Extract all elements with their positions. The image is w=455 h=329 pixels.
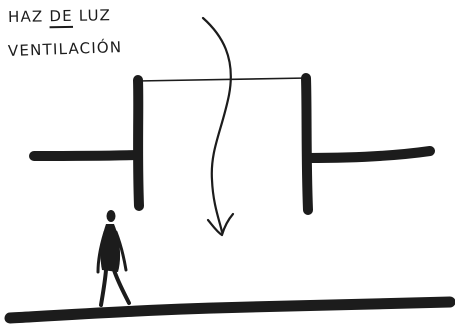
left-slab (29, 150, 143, 161)
ground-line (4, 296, 455, 324)
roof-line (136, 77, 309, 82)
wavy-arrow-head-icon (206, 212, 235, 237)
right-slab (303, 146, 435, 163)
wavy-arrow-line (201, 16, 232, 234)
right-wall (301, 73, 313, 215)
person-figure-icon (96, 210, 131, 307)
left-wall (133, 75, 144, 211)
